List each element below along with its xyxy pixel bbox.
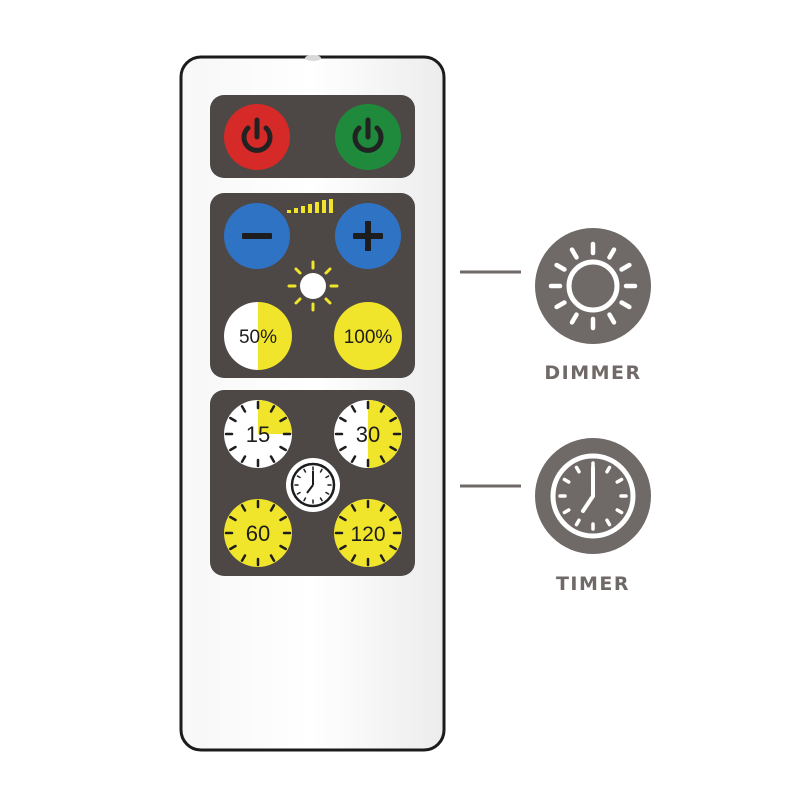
clock-tick xyxy=(229,515,237,522)
clock-tick xyxy=(319,497,323,502)
timer-badge xyxy=(535,438,651,554)
sun-icon xyxy=(548,241,638,331)
clock-tick xyxy=(279,416,287,423)
clock-tick xyxy=(319,468,323,473)
clock-tick xyxy=(303,468,307,473)
minus-icon xyxy=(242,233,272,239)
brightness-sun-icon xyxy=(287,260,339,312)
clock-tick xyxy=(279,544,287,551)
dimmer-badge xyxy=(535,228,651,344)
clock-tick xyxy=(269,405,276,413)
clock-tick xyxy=(269,455,276,463)
clock-tick xyxy=(269,504,276,512)
clock-tick xyxy=(562,477,571,484)
clock-tick xyxy=(615,508,624,515)
clock-tick xyxy=(240,554,247,562)
timer-120-button[interactable]: 120 xyxy=(334,499,402,567)
preset-100-label: 100% xyxy=(344,327,393,348)
clock-tick xyxy=(339,515,347,522)
clock-tick xyxy=(350,504,357,512)
clock-tick xyxy=(350,554,357,562)
sun-ray xyxy=(607,312,617,325)
timer-15-label: 15 xyxy=(246,422,270,447)
timer-clock-icon xyxy=(286,458,340,512)
timer-120-label: 120 xyxy=(350,523,385,546)
sun-ray xyxy=(569,312,579,325)
clock-tick xyxy=(240,504,247,512)
clock-tick xyxy=(389,416,397,423)
timer-label: TIMER xyxy=(555,573,631,595)
clock-tick xyxy=(379,405,386,413)
sun-ray xyxy=(554,300,567,310)
clock-tick xyxy=(229,416,237,423)
clock-tick xyxy=(350,405,357,413)
clock-tick xyxy=(379,455,386,463)
ir-window xyxy=(305,55,321,61)
dim-up-button[interactable] xyxy=(335,203,401,269)
clock-tick xyxy=(279,445,287,452)
dimmer-label: DIMMER xyxy=(544,362,642,384)
clock-tick xyxy=(279,515,287,522)
clock-tick xyxy=(562,508,571,515)
timer-15-button[interactable]: 15 xyxy=(224,400,292,468)
clock-tick xyxy=(389,445,397,452)
timer-60-button[interactable]: 60 xyxy=(224,499,292,567)
clock-tick xyxy=(240,455,247,463)
clock-tick xyxy=(325,491,330,495)
power-icon xyxy=(352,117,384,153)
clock-tick xyxy=(339,445,347,452)
sun-ray xyxy=(569,247,579,260)
clock-tick xyxy=(303,497,307,502)
clock-tick xyxy=(389,515,397,522)
sun-ray xyxy=(607,247,617,260)
clock-tick xyxy=(389,544,397,551)
power-on-button[interactable] xyxy=(224,104,290,170)
timer-30-button[interactable]: 30 xyxy=(334,400,402,468)
clock-tick xyxy=(615,477,624,484)
clock-tick xyxy=(339,544,347,551)
clock-icon xyxy=(550,453,636,539)
plus-icon xyxy=(353,221,383,251)
clock-tick xyxy=(574,465,581,474)
clock-tick xyxy=(229,445,237,452)
clock-tick xyxy=(379,504,386,512)
brightness-level-icon xyxy=(287,199,333,213)
clock-tick xyxy=(325,475,330,479)
clock-tick xyxy=(379,554,386,562)
clock-tick xyxy=(605,518,612,527)
power-off-button[interactable] xyxy=(335,104,401,170)
timer-30-label: 30 xyxy=(356,422,380,447)
clock-tick xyxy=(229,544,237,551)
preset-50-label: 50% xyxy=(239,327,277,348)
clock-tick xyxy=(350,455,357,463)
sun-ray xyxy=(619,300,632,310)
dim-down-button[interactable] xyxy=(224,203,290,269)
timer-60-label: 60 xyxy=(246,521,270,546)
clock-tick xyxy=(296,491,301,495)
sun-ray xyxy=(619,262,632,272)
clock-tick xyxy=(240,405,247,413)
power-icon xyxy=(241,117,273,153)
sun-ray xyxy=(554,262,567,272)
clock-tick xyxy=(605,465,612,474)
clock-tick xyxy=(339,416,347,423)
clock-tick xyxy=(269,554,276,562)
preset-50-button[interactable]: 50% xyxy=(224,302,292,370)
clock-tick xyxy=(296,475,301,479)
clock-tick xyxy=(574,518,581,527)
preset-100-button[interactable]: 100% xyxy=(334,302,402,370)
